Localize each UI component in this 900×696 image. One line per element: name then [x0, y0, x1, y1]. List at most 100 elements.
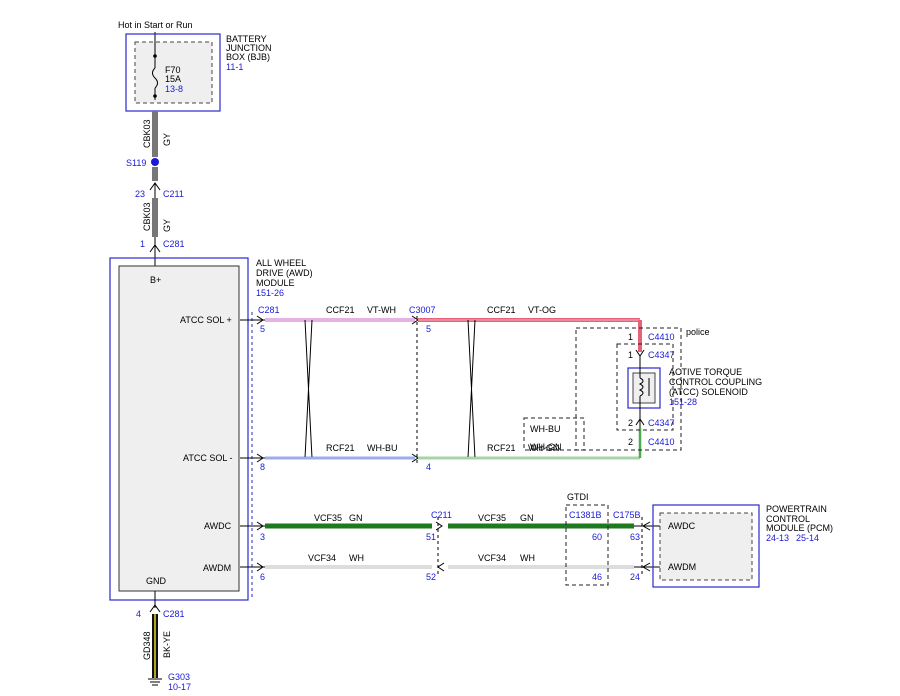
feed-wire-circuit: CBK03 [142, 119, 152, 148]
w1-color: VT-WH [367, 305, 396, 315]
gtdi-label: GTDI [567, 492, 589, 502]
feed-wire-circuit-2: CBK03 [142, 202, 152, 231]
solenoid-coil-icon [638, 377, 644, 397]
awd-pin-awdc: AWDC [204, 521, 232, 531]
awd-pin-awdm: AWDM [203, 563, 231, 573]
w4-circuit: RCF21 [487, 443, 516, 453]
atcc-name-2: CONTROL COUPLING [669, 377, 762, 387]
atcc-ref: 151-28 [669, 397, 697, 407]
c1381b-id: C1381B [569, 510, 602, 520]
pcm-box [652, 504, 760, 588]
bjb-inner [134, 41, 213, 104]
w8-circuit: VCF34 [478, 553, 506, 563]
c4347-pin-2: 2 [628, 418, 633, 428]
bjb-name-2: JUNCTION [226, 43, 272, 53]
ground-color: BK-YE [162, 631, 172, 658]
w1-circuit: CCF21 [326, 305, 355, 315]
pcm-name-3: MODULE (PCM) [766, 523, 833, 533]
w2-color: VT-OG [528, 305, 556, 315]
ground-circuit: GD348 [142, 631, 152, 660]
w7-circuit: VCF34 [308, 553, 336, 563]
feed-wire-color-2: GY [162, 219, 172, 232]
w5-color: GN [349, 513, 363, 523]
awd-ref: 151-26 [256, 288, 284, 298]
c211-id: C211 [431, 510, 452, 520]
alt-wh-bu: WH-BU [530, 424, 561, 434]
ground-pin: 4 [136, 609, 141, 619]
atcc-name: ACTIVE TORQUE [669, 367, 742, 377]
atcc-box [627, 367, 661, 409]
splice-dot [151, 158, 159, 166]
pcm-name: POWERTRAIN [766, 504, 827, 514]
w6-color: GN [520, 513, 534, 523]
pcm-inner [659, 512, 753, 581]
pcm-pin-awdc: AWDC [668, 521, 696, 531]
feed-label: Hot in Start or Run [118, 20, 193, 30]
ground-icon [148, 678, 162, 686]
c3007-id: C3007 [409, 305, 436, 315]
alt-wh-gn: WH-GN [530, 442, 562, 452]
fuse-ref: 13-8 [165, 84, 183, 94]
splice-id: S119 [126, 158, 146, 168]
c281-pin-5: 5 [260, 324, 265, 334]
c211-top-pin: 23 [135, 189, 145, 199]
w4-color: WH-GN [528, 443, 560, 453]
w2-circuit: CCF21 [487, 305, 516, 315]
bjb-box [125, 33, 221, 112]
c3007-pin-4: 4 [426, 462, 431, 472]
c4410-id-bottom: C4410 [648, 437, 675, 447]
feed-wire-color: GY [162, 133, 172, 146]
c1381b-pin-60: 60 [592, 532, 602, 542]
c4410-pin-1: 1 [628, 332, 633, 342]
c4347-id-top: C4347 [648, 350, 675, 360]
awd-name-3: MODULE [256, 278, 295, 288]
pcm-name-2: CONTROL [766, 514, 810, 524]
alt-dashed-outline [523, 417, 585, 451]
c4410-dashed-outline [575, 327, 682, 451]
c175b-pin-24: 24 [630, 572, 640, 582]
pcm-ref-1: 24-13 [766, 533, 789, 543]
feed-wire [152, 111, 158, 157]
c211-top-id: C211 [163, 189, 184, 199]
c1381b-pin-46: 46 [592, 572, 602, 582]
bjb-name-3: BOX (BJB) [226, 52, 270, 62]
ground-ref: 10-17 [168, 682, 191, 692]
c281-pin-3: 3 [260, 532, 265, 542]
c175b-pin-63: 63 [630, 532, 640, 542]
bjb-name: BATTERY [226, 34, 267, 44]
fuse-icon [152, 67, 158, 89]
twist-marker-1 [304, 319, 313, 459]
c4347-id-bottom: C4347 [648, 418, 675, 428]
atcc-name-3: (ATCC) SOLENOID [669, 387, 748, 397]
awd-name-2: DRIVE (AWD) [256, 268, 313, 278]
awd-module-inner [118, 265, 240, 592]
ground-conn-id: C281 [163, 609, 185, 619]
w6-circuit: VCF35 [478, 513, 506, 523]
awd-pin-sol-pos: ATCC SOL + [180, 315, 232, 325]
c4347-dashed-outline [616, 343, 674, 431]
c281-id: C281 [258, 305, 280, 315]
w7-color: WH [349, 553, 364, 563]
twist-marker-2 [467, 319, 476, 459]
awd-module-box [109, 257, 249, 601]
awd-pin-bplus: B+ [150, 275, 161, 285]
w5-circuit: VCF35 [314, 513, 342, 523]
pcm-ref-2: 25-14 [796, 533, 819, 543]
awd-pin-gnd: GND [146, 576, 167, 586]
c175b-id: C175B [613, 510, 641, 520]
w8-color: WH [520, 553, 535, 563]
w3-circuit: RCF21 [326, 443, 355, 453]
c4410-pin-2: 2 [628, 437, 633, 447]
c281-pin-8: 8 [260, 462, 265, 472]
c4410-note: police [686, 327, 710, 337]
gtdi-dashed-outline [565, 504, 609, 586]
fuse-amps: 15A [165, 74, 181, 84]
c211-pin-52: 52 [426, 572, 436, 582]
ground-id: G303 [168, 672, 190, 682]
c281-top-id: C281 [163, 239, 185, 249]
ground-conn-arrow [149, 604, 161, 613]
c281-pin-6: 6 [260, 572, 265, 582]
pcm-pin-awdm: AWDM [668, 562, 696, 572]
w3-color: WH-BU [367, 443, 398, 453]
